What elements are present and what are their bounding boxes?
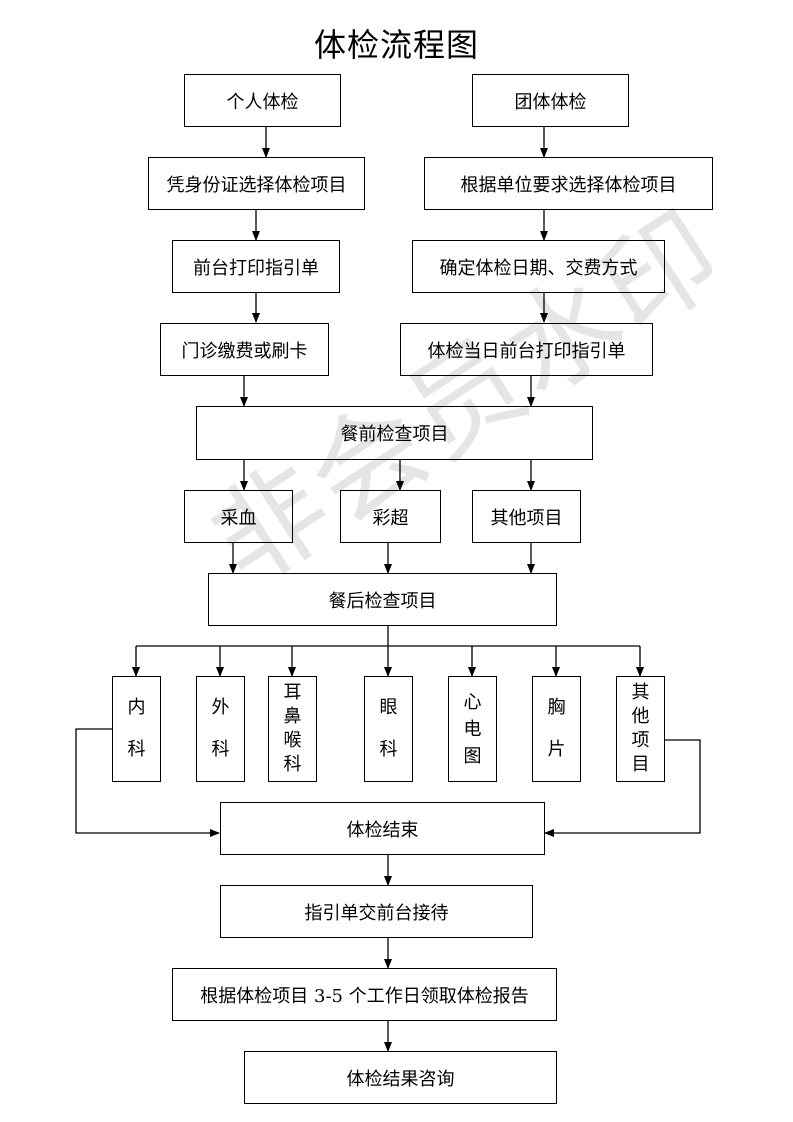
- node-label: 个人体检: [226, 91, 299, 113]
- char: 科: [211, 739, 230, 760]
- char: 目: [631, 754, 650, 775]
- node-label: 指引单交前台接待: [304, 902, 449, 924]
- node-label: 体检当日前台打印指引单: [427, 340, 626, 362]
- char: 鼻: [283, 706, 302, 727]
- node-blood-draw: 采血: [184, 490, 293, 543]
- char: 心: [463, 691, 482, 713]
- char: 项: [631, 730, 650, 751]
- node-ultrasound: 彩超: [340, 490, 441, 543]
- node-label: 采血: [220, 507, 257, 529]
- node-label: 前台打印指引单: [193, 257, 319, 279]
- node-label: 确定体检日期、交费方式: [439, 257, 638, 279]
- node-personal-select-items: 凭身份证选择体检项目: [148, 157, 365, 210]
- page-title: 体检流程图: [313, 26, 479, 64]
- node-group-exam: 团体体检: [472, 74, 629, 127]
- char: 科: [379, 739, 398, 760]
- node-label: 餐后检查项目: [328, 590, 437, 612]
- char: 胸: [547, 697, 566, 718]
- node-other-pre-meal: 其他项目: [472, 490, 581, 543]
- node-surgery: 外 科: [196, 676, 245, 782]
- char: 喉: [283, 730, 302, 751]
- node-label: 其他项目: [490, 507, 563, 529]
- node-post-meal-exams: 餐后检查项目: [208, 573, 557, 626]
- arrow-right-loop-to-finish: [544, 739, 701, 837]
- node-label: 彩超: [372, 507, 409, 529]
- node-group-schedule-payment: 确定体检日期、交费方式: [412, 240, 665, 293]
- char: 图: [463, 745, 482, 767]
- char: 内: [127, 697, 146, 718]
- char: 科: [283, 754, 302, 775]
- node-group-select-items: 根据单位要求选择体检项目: [424, 157, 713, 210]
- node-label: 凭身份证选择体检项目: [166, 174, 347, 196]
- char: 眼: [379, 697, 398, 718]
- node-ent: 耳 鼻 喉 科: [268, 676, 317, 782]
- char: 科: [127, 739, 146, 760]
- node-label: 根据单位要求选择体检项目: [460, 174, 677, 196]
- char: 耳: [283, 682, 302, 703]
- node-label: 门诊缴费或刷卡: [181, 340, 308, 362]
- node-label: 团体体检: [514, 91, 587, 113]
- node-collect-report: 根据体检项目 3-5 个工作日领取体检报告: [172, 968, 557, 1021]
- node-chest-xray: 胸 片: [532, 676, 581, 782]
- node-return-slip: 指引单交前台接待: [220, 885, 533, 938]
- char: 片: [547, 739, 566, 760]
- node-ecg: 心 电 图: [448, 676, 497, 782]
- char: 其: [631, 682, 650, 703]
- arrow-left-loop-to-finish: [75, 728, 220, 837]
- node-personal-exam: 个人体检: [184, 74, 341, 127]
- node-personal-payment: 门诊缴费或刷卡: [160, 323, 329, 376]
- node-result-consultation: 体检结果咨询: [244, 1051, 557, 1104]
- node-label: 餐前检查项目: [340, 424, 449, 445]
- node-label: 体检结束: [346, 819, 419, 841]
- node-personal-print-slip: 前台打印指引单: [172, 240, 340, 293]
- node-other-post-meal: 其 他 项 目: [616, 676, 665, 782]
- node-ophthalmology: 眼 科: [364, 676, 413, 782]
- char: 他: [631, 706, 650, 727]
- node-pre-meal-exams: 餐前检查项目: [196, 406, 593, 460]
- char: 外: [211, 697, 230, 718]
- node-label: 体检结果咨询: [346, 1068, 455, 1090]
- char: 电: [463, 718, 482, 740]
- node-group-print-slip: 体检当日前台打印指引单: [400, 323, 653, 376]
- node-exam-finished: 体检结束: [220, 802, 545, 855]
- node-label: 根据体检项目 3-5 个工作日领取体检报告: [200, 985, 529, 1007]
- node-internal-medicine: 内 科: [112, 676, 161, 782]
